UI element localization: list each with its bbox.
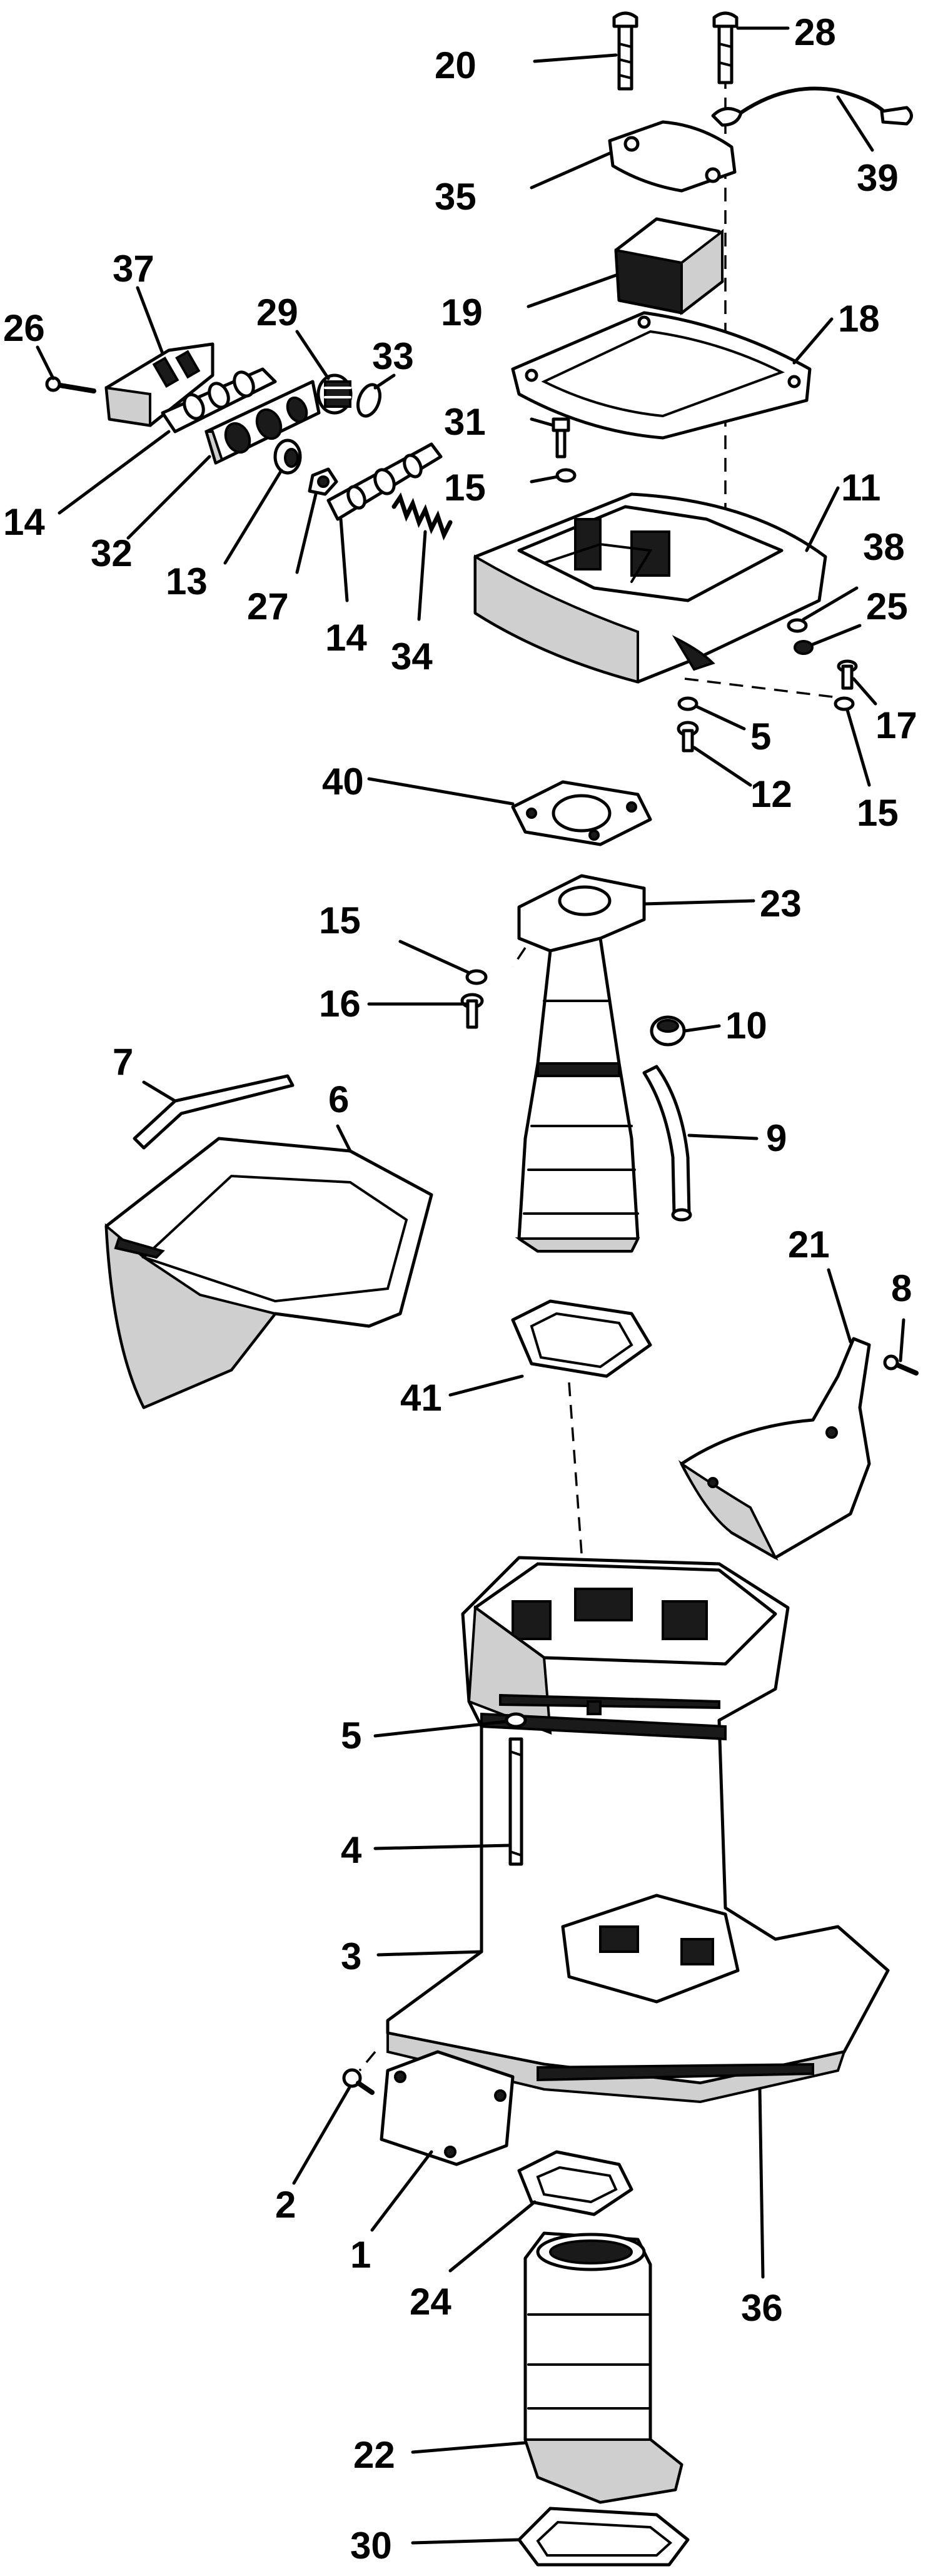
part-14-gasket-left [161, 367, 277, 434]
part-4-stud [508, 1737, 523, 1866]
part-10-grommet [650, 1015, 686, 1047]
part-3-driveshaft-housing [386, 1556, 890, 2104]
part-15-washer-right [834, 696, 855, 711]
part-7-seal-strip [133, 1074, 295, 1150]
callout-14-right: 14 [325, 617, 367, 659]
callout-15-lower: 15 [319, 900, 361, 941]
callout-13: 13 [166, 560, 208, 602]
callout-41: 41 [400, 1377, 442, 1419]
part-12-bolt [677, 721, 699, 753]
part-1-cover-plate [380, 2050, 515, 2166]
part-21-bracket [678, 1337, 871, 1561]
callout-33: 33 [372, 335, 414, 377]
callout-29: 29 [256, 292, 298, 333]
part-28-screw [712, 11, 739, 84]
callout-10: 10 [725, 1005, 767, 1047]
part-18-gasket [511, 311, 812, 440]
part-39-ground-wire [711, 86, 913, 127]
callout-39: 39 [857, 157, 899, 199]
callout-23: 23 [760, 883, 802, 925]
callout-22: 22 [353, 2434, 395, 2476]
part-15-washer-lower [465, 969, 488, 985]
part-8-screw [883, 1354, 919, 1376]
callout-26: 26 [3, 307, 45, 349]
part-29-thermostat [316, 373, 353, 415]
part-15-washer-upper [555, 468, 577, 483]
part-20-screw [612, 11, 638, 91]
callout-27: 27 [247, 586, 289, 627]
leader-lines [36, 26, 905, 2545]
callout-34: 34 [391, 636, 433, 677]
callout-3: 3 [341, 1935, 361, 1977]
part-30-gasket [517, 2507, 690, 2567]
callout-2: 2 [275, 2184, 296, 2226]
part-2-screw [342, 2068, 375, 2095]
callout-17: 17 [875, 704, 917, 746]
callout-28: 28 [794, 11, 836, 53]
callout-24: 24 [410, 2281, 451, 2323]
callout-37: 37 [113, 248, 154, 290]
callout-14-left: 14 [3, 501, 45, 543]
callout-31: 31 [444, 401, 486, 443]
part-34-spring [391, 492, 453, 541]
part-37-housing [104, 342, 214, 427]
callout-35: 35 [435, 176, 477, 218]
callout-11: 11 [841, 467, 880, 509]
callout-40: 40 [322, 761, 364, 803]
part-24-gasket [517, 2150, 633, 2216]
part-27-grommet [308, 467, 338, 496]
part-16-bolt [460, 993, 484, 1029]
callout-labels: 1 2 3 4 5 5 6 7 8 9 10 11 12 13 14 14 15… [3, 11, 917, 2567]
callout-36: 36 [741, 2287, 783, 2329]
part-41-gasket [511, 1299, 652, 1378]
part-23-exhaust-tube [515, 874, 646, 1253]
part-31-bolt [552, 417, 570, 459]
callout-18: 18 [838, 298, 880, 340]
part-40-gasket [511, 780, 652, 846]
callout-21: 21 [788, 1224, 830, 1265]
callout-32: 32 [91, 532, 133, 574]
part-5-washer-upper [677, 696, 698, 711]
callout-19: 19 [441, 292, 483, 333]
part-38-washer [787, 618, 808, 633]
callout-15-upper: 15 [444, 467, 486, 509]
callout-38: 38 [863, 526, 905, 568]
callout-1: 1 [350, 2234, 371, 2276]
part-14-gasket-right [326, 442, 443, 521]
part-11-adapter-housing [473, 492, 827, 684]
callout-30: 30 [350, 2525, 392, 2567]
callout-12: 12 [750, 773, 792, 815]
part-25-nut [794, 640, 814, 655]
part-19-module [614, 217, 724, 316]
part-9-hose [642, 1065, 692, 1222]
callout-5-lower: 5 [341, 1715, 361, 1757]
callout-7: 7 [113, 1041, 133, 1083]
part-17-bolt [837, 659, 858, 690]
callout-5-upper: 5 [750, 716, 771, 758]
callout-8: 8 [891, 1267, 912, 1309]
callout-15-right: 15 [857, 792, 899, 834]
callout-20: 20 [435, 44, 477, 86]
part-33-seal [356, 383, 381, 418]
callout-25: 25 [866, 586, 908, 627]
part-32-plate [204, 380, 321, 465]
callout-6: 6 [328, 1078, 349, 1120]
part-35-cover-plate [608, 120, 737, 193]
part-22-exhaust-extension [523, 2231, 683, 2504]
callout-9: 9 [766, 1117, 787, 1159]
part-5-washer-lower [505, 1712, 527, 1728]
callout-4: 4 [341, 1829, 362, 1871]
part-6-cover [104, 1137, 433, 1409]
part-13-plug [273, 439, 302, 475]
part-26-screw [45, 376, 96, 393]
callout-16: 16 [319, 983, 361, 1025]
